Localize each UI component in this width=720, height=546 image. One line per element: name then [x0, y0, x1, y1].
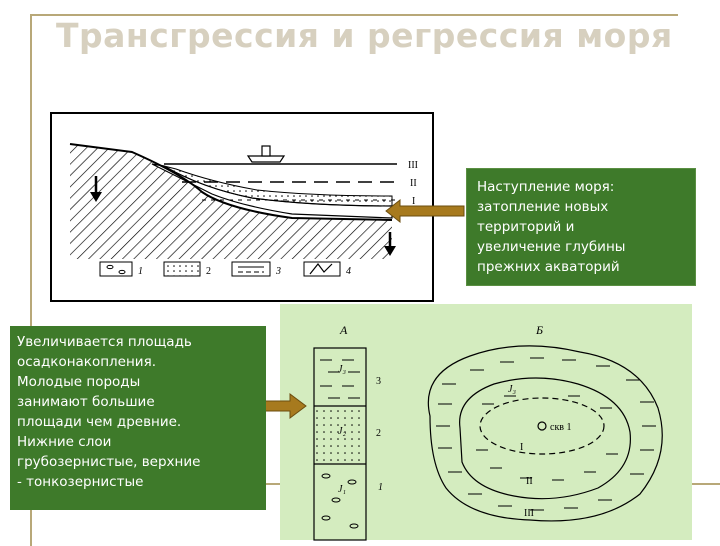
note-line: занимают большие	[17, 394, 155, 410]
note-line: Наступление моря:	[477, 179, 615, 195]
note-line: грубозернистые, верхние	[17, 454, 201, 470]
zone-label-I: I	[520, 442, 523, 453]
ship-cabin	[261, 145, 271, 157]
legend-label-4: 4	[346, 266, 351, 277]
zone-label-J3: J₃	[508, 384, 516, 395]
note-line: площади чем древние.	[17, 414, 182, 430]
left-rule	[30, 66, 32, 546]
title-frame-top	[30, 14, 678, 16]
surface-line	[69, 143, 393, 221]
contour-II	[459, 377, 631, 500]
layer-num-1: 1	[378, 482, 383, 493]
layer-num-2: 2	[376, 428, 381, 439]
layer-J1-pebbles	[321, 473, 359, 529]
note-line: увеличение глубины	[477, 239, 626, 255]
layer-name-J1: J₁	[338, 484, 346, 495]
column-label: А	[339, 323, 348, 337]
contour-I	[479, 397, 605, 455]
note-line: территорий и	[477, 219, 575, 235]
legend-box-3	[231, 261, 271, 277]
note-line: прежних акваторий	[477, 259, 620, 275]
map-drawing: А Б J₃ J₂ J₁ 3 2 1	[313, 323, 663, 541]
layer-num-3: 3	[376, 376, 381, 387]
ship-icon	[246, 155, 286, 163]
legend-label-3: 3	[275, 266, 281, 277]
map-label: Б	[535, 323, 543, 337]
title-frame-left	[30, 14, 32, 66]
legend-pebble	[106, 264, 114, 270]
arrow-to-section	[385, 198, 465, 224]
contour-III	[427, 345, 663, 522]
legend-label-2: 2	[206, 266, 211, 277]
note-line: Нижние слои	[17, 434, 112, 450]
level-label-I: I	[412, 196, 415, 207]
level-label-III: III	[408, 160, 418, 171]
legend-box-1	[99, 261, 133, 277]
transgression-note: Наступление моря: затопление новых терри…	[466, 168, 696, 286]
level-label-II: II	[410, 178, 417, 189]
sediment-layer-dotted	[163, 165, 393, 207]
layer-J3-dashes	[320, 359, 360, 399]
map-hatch-dashes	[436, 357, 656, 511]
layer-name-J3: J₃	[338, 364, 346, 375]
subsidence-arrowhead-left	[90, 192, 102, 202]
map-panel: А Б J₃ J₂ J₁ 3 2 1	[280, 304, 692, 541]
cross-section-panel: III II I 1 2 3 4	[50, 112, 434, 302]
page-title: Трансгрессия и регрессия моря	[56, 16, 673, 55]
note-line: Увеличивается площадь	[17, 334, 192, 350]
layer-name-J2: J₂	[338, 426, 346, 437]
well-label: скв 1	[550, 422, 572, 433]
note-line: - тонкозернистые	[17, 474, 144, 490]
legend-label-1: 1	[138, 266, 143, 277]
layer-J2-dots	[315, 407, 365, 463]
note-line: затопление новых	[477, 199, 609, 215]
arrow-left-icon	[385, 198, 465, 224]
subsidence-arrowhead-right	[384, 246, 396, 256]
legend-pebble	[118, 269, 126, 275]
well-icon	[537, 421, 547, 431]
land-hatch	[70, 144, 392, 259]
cross-section-drawing: III II I 1 2 3 4	[69, 143, 418, 277]
note-line: осадконакопления.	[17, 354, 156, 370]
note-line: Молодые породы	[17, 374, 141, 390]
sedimentation-note: Увеличивается площадь осадконакопления. …	[10, 326, 266, 510]
zone-label-II: II	[526, 476, 533, 487]
zone-label-III: III	[524, 508, 534, 519]
legend-zigzag	[309, 263, 333, 275]
legend-box-2	[163, 261, 201, 277]
